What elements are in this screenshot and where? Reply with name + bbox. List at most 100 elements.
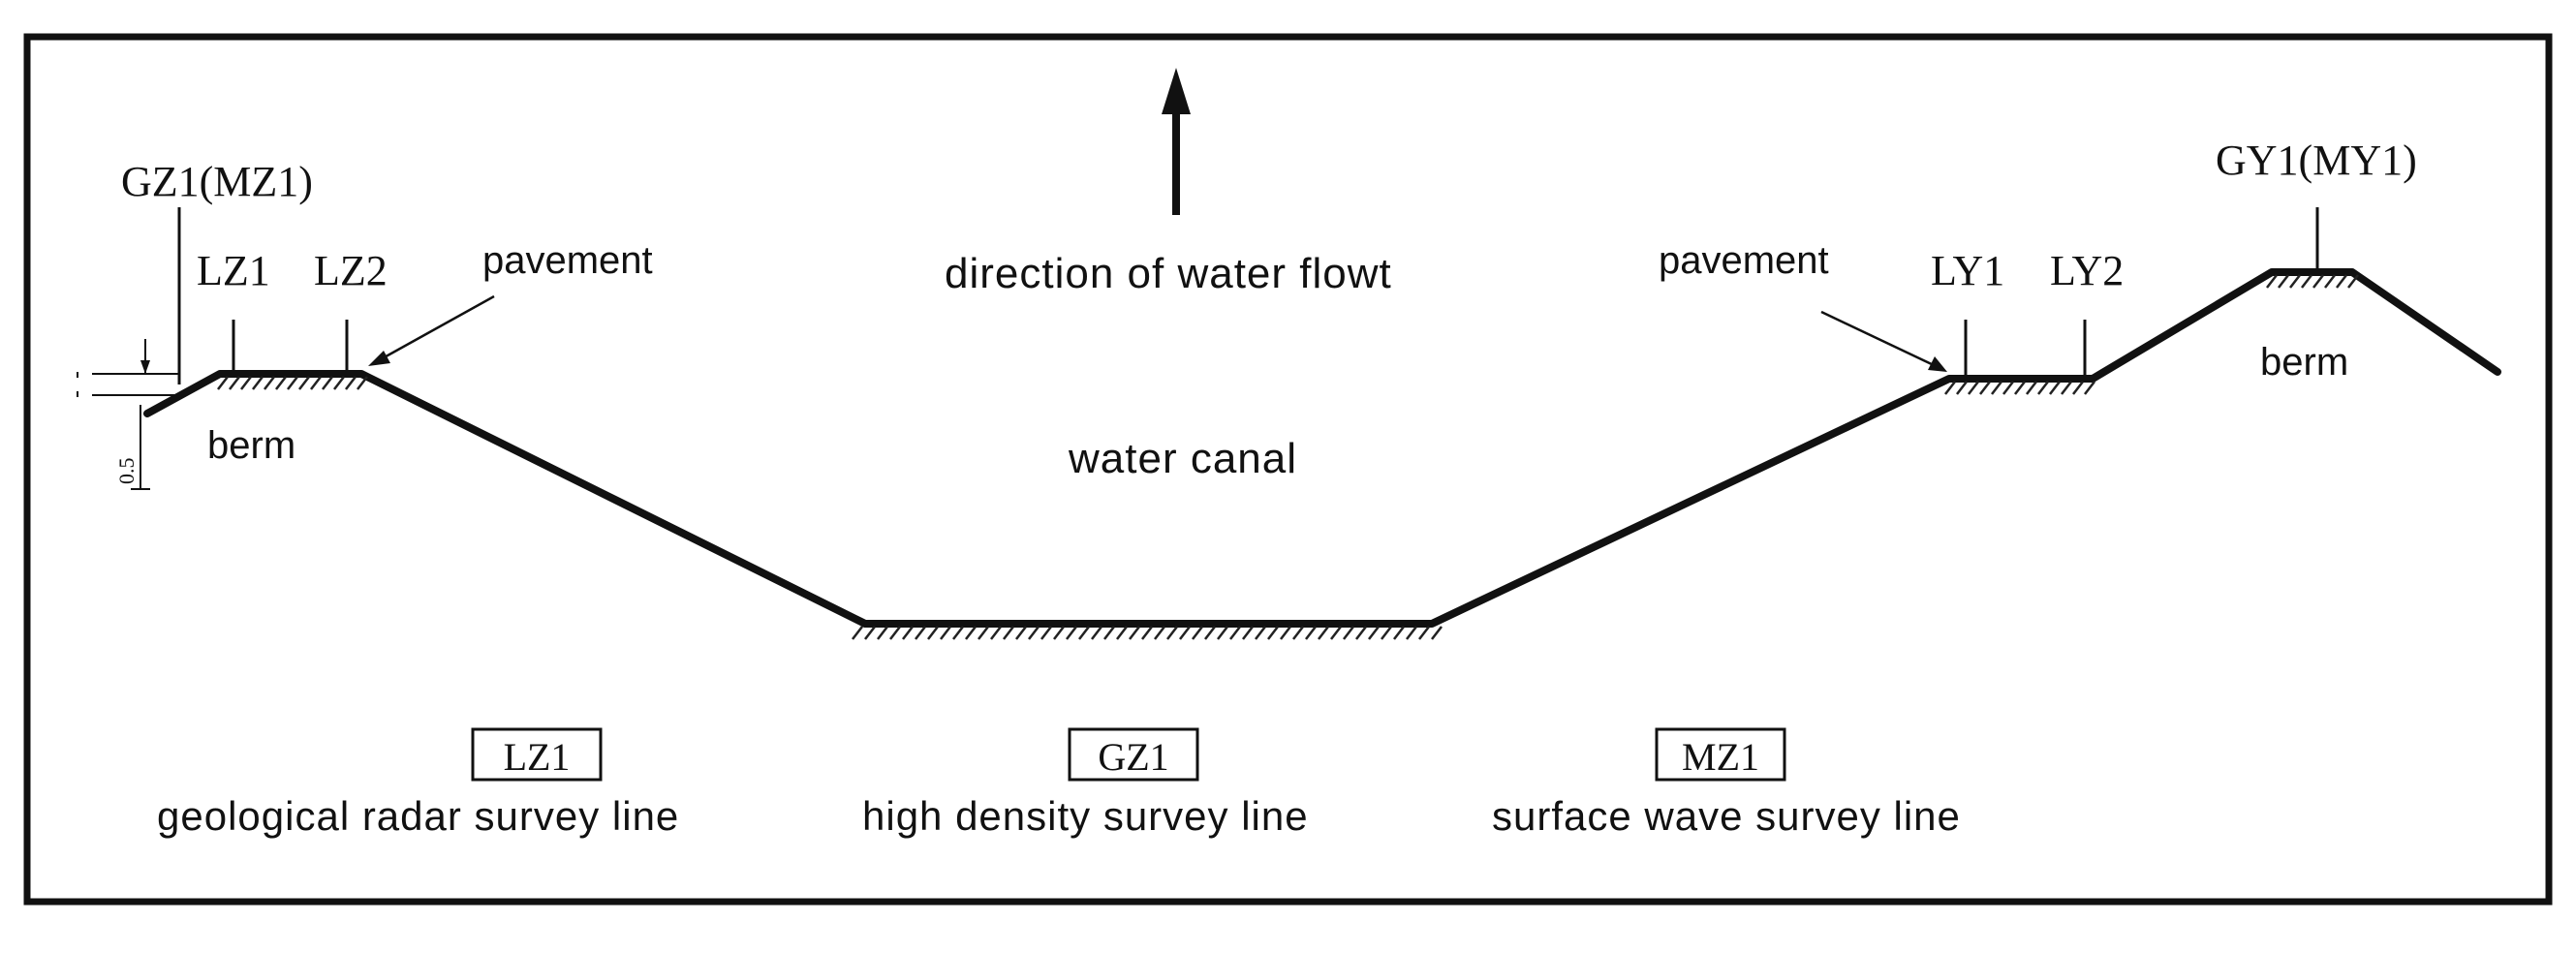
right-pavement-label: pavement xyxy=(1659,239,1829,282)
hatch-mark xyxy=(1116,626,1128,640)
right-pavement-hatching xyxy=(1944,381,2095,395)
hatch-mark xyxy=(2266,274,2278,289)
left-radar-line-2-label: LZ2 xyxy=(314,247,388,294)
legend-code-box xyxy=(471,727,603,782)
right-point-label: GY1(MY1) xyxy=(2216,137,2417,184)
hatch-mark xyxy=(1305,626,1317,640)
flow-direction-label: direction of water flowt xyxy=(945,250,1392,297)
hatch-mark xyxy=(864,626,876,640)
legend-description: high density survey line xyxy=(862,793,1309,839)
canal-profile-line xyxy=(143,268,2501,628)
hatch-mark xyxy=(1204,626,1216,640)
hatch-mark xyxy=(1028,626,1040,640)
hatch-mark xyxy=(965,626,977,640)
hatch-mark xyxy=(1255,626,1266,640)
left-pavement-pointer-arrow-icon xyxy=(368,294,495,366)
canal-bed-hatching xyxy=(852,626,1443,640)
hatch-mark xyxy=(1292,626,1304,640)
hatch-mark xyxy=(2324,274,2336,289)
hatch-mark xyxy=(1330,626,1342,640)
hatch-mark xyxy=(2061,381,2072,395)
canal-label: water canal xyxy=(1068,435,1297,482)
hatch-mark xyxy=(2301,274,2312,289)
hatch-mark xyxy=(2336,274,2347,289)
right-berm-label: berm xyxy=(2260,341,2348,384)
hatch-mark xyxy=(357,376,368,390)
hatch-mark xyxy=(1154,626,1165,640)
hatch-mark xyxy=(310,376,322,390)
hatch-mark xyxy=(2014,381,2026,395)
hatch-mark xyxy=(2278,274,2289,289)
hatch-mark xyxy=(229,376,240,390)
hatch-mark xyxy=(275,376,287,390)
legend-code: MZ1 xyxy=(1682,735,1759,779)
left-dimension-marks xyxy=(77,339,179,490)
hatch-mark xyxy=(940,626,951,640)
right-crest-hatching xyxy=(2266,274,2359,289)
hatch-mark xyxy=(1355,626,1367,640)
hatch-mark xyxy=(333,376,345,390)
hatch-mark xyxy=(1418,626,1430,640)
hatch-mark xyxy=(1078,626,1090,640)
hatch-mark xyxy=(877,626,888,640)
hatch-mark xyxy=(927,626,939,640)
left-berm-label: berm xyxy=(207,424,295,467)
hatch-mark xyxy=(1103,626,1115,640)
hatch-mark xyxy=(2084,381,2095,395)
hatch-mark xyxy=(217,376,229,390)
hatch-mark xyxy=(2312,274,2324,289)
hatch-mark xyxy=(2072,381,2084,395)
hatch-mark xyxy=(1393,626,1405,640)
hatch-mark xyxy=(1192,626,1203,640)
hatch-mark xyxy=(2289,274,2301,289)
hatch-mark xyxy=(252,376,264,390)
hatch-mark xyxy=(1381,626,1392,640)
hatch-mark xyxy=(1343,626,1354,640)
hatch-mark xyxy=(1091,626,1102,640)
hatch-mark xyxy=(1229,626,1241,640)
legend-description: geological radar survey line xyxy=(157,793,679,839)
hatch-mark xyxy=(1217,626,1228,640)
left-dimension-label: 0.5 xyxy=(114,458,139,485)
legend-code: GZ1 xyxy=(1098,735,1168,779)
hatch-mark xyxy=(1944,381,1956,395)
legend-item-surface-wave: MZ1 surface wave survey line xyxy=(1492,727,1960,839)
hatch-mark xyxy=(2347,274,2359,289)
hatch-mark xyxy=(240,376,252,390)
hatch-mark xyxy=(1991,381,2002,395)
hatch-mark xyxy=(1267,626,1279,640)
hatch-mark xyxy=(1015,626,1027,640)
hatch-mark xyxy=(990,626,1002,640)
left-pavement-label: pavement xyxy=(482,239,653,282)
hatch-mark xyxy=(1956,381,1968,395)
hatch-mark xyxy=(1242,626,1254,640)
hatch-mark xyxy=(1368,626,1380,640)
hatch-mark xyxy=(952,626,964,640)
legend-code-box xyxy=(1068,727,1199,782)
hatch-mark xyxy=(978,626,989,640)
flow-direction-arrow-icon xyxy=(1162,68,1191,215)
right-radar-line-1-label: LY1 xyxy=(1931,247,2004,294)
left-point-label: GZ1(MZ1) xyxy=(121,158,313,205)
hatch-mark xyxy=(2037,381,2049,395)
hatch-mark xyxy=(1318,626,1329,640)
hatch-mark xyxy=(1979,381,1991,395)
hatch-mark xyxy=(1129,626,1140,640)
hatch-mark xyxy=(322,376,333,390)
hatch-mark xyxy=(2049,381,2061,395)
hatch-mark xyxy=(1406,626,1417,640)
hatch-mark xyxy=(345,376,357,390)
hatch-mark xyxy=(298,376,310,390)
hatch-mark xyxy=(287,376,298,390)
hatch-mark xyxy=(1003,626,1014,640)
hatch-mark xyxy=(902,626,914,640)
hatch-mark xyxy=(1066,626,1077,640)
hatch-mark xyxy=(1179,626,1191,640)
left-pavement-hatching xyxy=(217,376,368,390)
hatch-mark xyxy=(889,626,901,640)
hatch-mark xyxy=(264,376,275,390)
hatch-mark xyxy=(1280,626,1291,640)
legend-item-radar: LZ1 geological radar survey line xyxy=(157,727,679,839)
hatch-mark xyxy=(1166,626,1178,640)
